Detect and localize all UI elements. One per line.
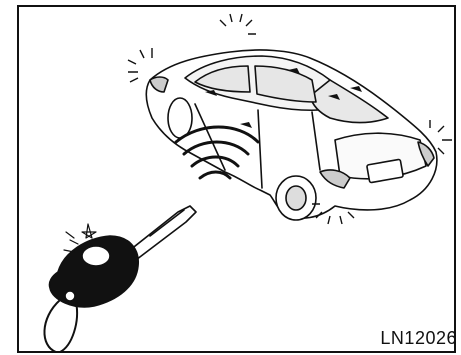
figure-code: LN12026 bbox=[380, 328, 457, 349]
sedan-illustration bbox=[146, 50, 436, 220]
key-fob-icon bbox=[44, 206, 196, 352]
light-flash-icon bbox=[220, 14, 256, 34]
light-flash-icon bbox=[128, 48, 152, 82]
